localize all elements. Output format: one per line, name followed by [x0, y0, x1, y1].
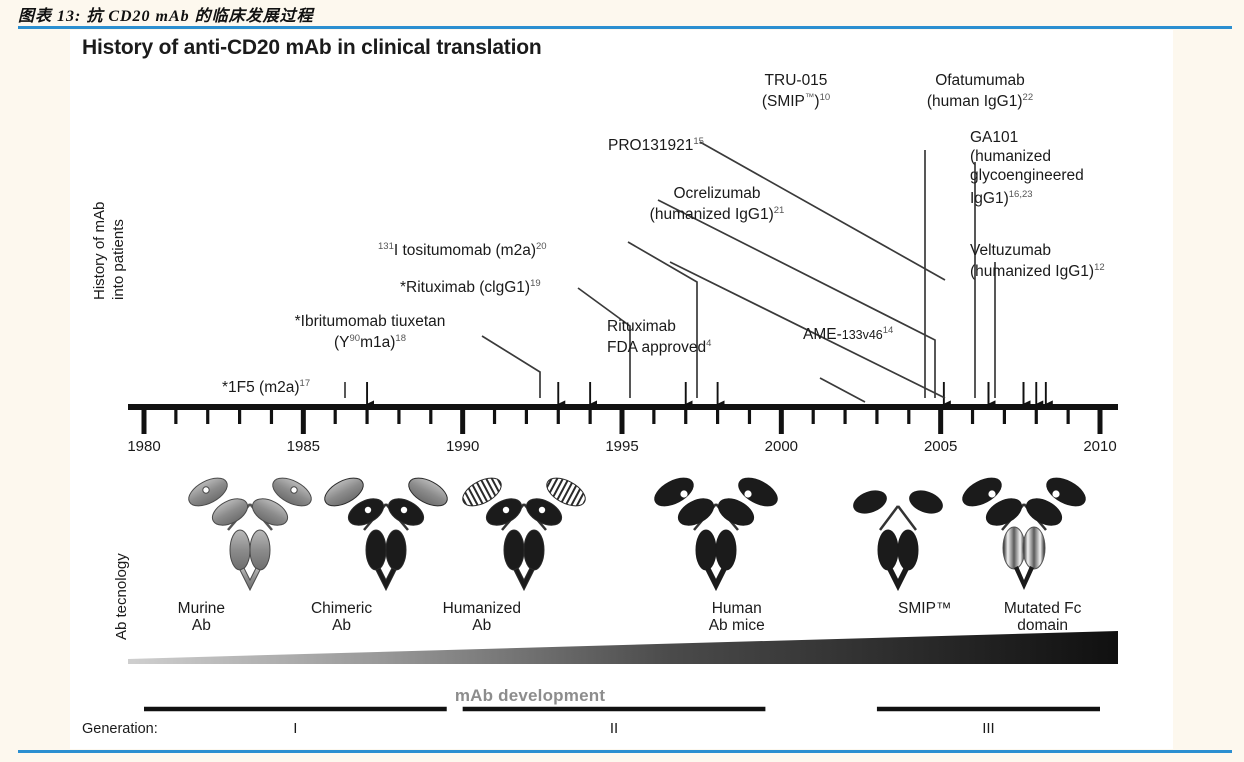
label-ibritumomab: *Ibritumomab tiuxetan (Y90m1a)18: [250, 313, 490, 351]
label-ga101-line3: glycoengineered: [970, 167, 1084, 184]
label-ga101-line1: GA101: [970, 129, 1019, 146]
label-1f5-text: *1F5 (m2a): [222, 379, 300, 397]
tech-label: Mutated Fc domain: [1003, 600, 1082, 634]
label-ga101: GA101 (humanized glycoengineered IgG1)16…: [970, 128, 1084, 208]
label-ocrelizumab: Ocrelizumab (humanized IgG1)21: [602, 185, 832, 223]
tech-label: Chimeric Ab: [310, 600, 373, 634]
label-ga101-line4: IgG1): [970, 190, 1009, 208]
label-tositumomab-text: I tositumomab (m2a): [393, 242, 536, 260]
antibody-human: [654, 477, 778, 592]
label-tru-015-line2: (SMIP: [761, 93, 805, 111]
label-ibritumomab-m1a: m1a): [360, 334, 396, 352]
label-ibritumomab-yttrium: (Y: [334, 334, 350, 352]
isotope-131: 131: [378, 241, 394, 252]
label-ame-prefix: AME-: [803, 326, 842, 344]
label-1f5: *1F5 (m2a)17: [222, 375, 310, 396]
year-tick-1980: 1980: [127, 438, 161, 455]
ref-19: 19: [530, 278, 541, 289]
tech-label: Humanized Ab: [442, 600, 521, 634]
label-rituximab-fda-line1: Rituximab: [607, 318, 676, 335]
ref-20: 20: [536, 241, 547, 252]
ref-15: 15: [693, 136, 704, 147]
isotope-90: 90: [349, 333, 361, 344]
label-rituximab-fda-line2: FDA approved: [607, 339, 707, 357]
label-veltuzumab: Veltuzumab (humanized IgG1)12: [970, 242, 1105, 280]
tech-label: Human Ab mice: [708, 600, 765, 634]
label-ofatumumab-line1: Ofatumumab: [935, 72, 1025, 89]
generation-label: Generation:: [82, 721, 158, 737]
label-tositumomab: 131I tositumomab (m2a)20: [378, 238, 547, 259]
accent-rule-bottom: [18, 750, 1232, 753]
label-tru-015: TRU-015 (SMIP™)10: [706, 72, 886, 110]
label-tru-015-line1: TRU-015: [764, 72, 828, 89]
antibody-humanized: [462, 477, 586, 592]
generation-roman-I: I: [293, 720, 298, 737]
ref-4: 4: [706, 338, 712, 349]
label-rituximab-cigg1: *Rituximab (clgG1)19: [400, 275, 541, 296]
year-tick-2005: 2005: [923, 438, 958, 455]
mab-development-wedge: [128, 631, 1118, 664]
year-tick-2010: 2010: [1083, 438, 1117, 455]
label-ga101-line2: (humanized: [970, 148, 1051, 165]
figure-panel: History of anti-CD20 mAb in clinical tra…: [70, 30, 1173, 749]
mab-development-label: mAb development: [454, 686, 606, 705]
figure-caption: 图表 13: 抗 CD20 mAb 的临床发展过程: [18, 8, 314, 25]
figure-graphics: [128, 141, 1118, 712]
ref-17: 17: [299, 378, 311, 389]
tech-label: SMIP™: [898, 600, 952, 617]
year-tick-1985: 1985: [286, 438, 321, 455]
label-ofatumumab-line2: (human IgG1): [926, 93, 1023, 111]
generation-roman-III: III: [982, 720, 995, 737]
ref-22: 22: [1022, 92, 1034, 103]
ref-16-23: 16,23: [1008, 189, 1033, 200]
year-tick-1995: 1995: [605, 438, 639, 455]
label-ibritumomab-line1: *Ibritumomab tiuxetan: [294, 313, 446, 330]
antibody-mutated-fc: [962, 477, 1086, 590]
label-veltuzumab-line2: (humanized IgG1): [970, 263, 1095, 281]
label-ame-suffix: 133v46: [841, 328, 883, 343]
year-tick-2000: 2000: [764, 438, 799, 455]
label-rituximab-cigg1-text: *Rituximab (clgG1): [400, 279, 531, 297]
antibody-smip: [853, 490, 943, 592]
label-rituximab-fda: Rituximab FDA approved4: [607, 318, 711, 356]
label-pro131921-text: PRO131921: [608, 137, 694, 155]
antibody-chimeric: [324, 477, 448, 592]
label-pro131921: PRO13192115: [608, 133, 704, 154]
year-tick-1990: 1990: [445, 438, 480, 455]
label-tru-015-paren: ): [814, 93, 820, 111]
generation-roman-II: II: [609, 720, 619, 737]
label-ocrelizumab-line2: (humanized IgG1): [649, 206, 774, 224]
label-veltuzumab-line1: Veltuzumab: [970, 242, 1051, 259]
accent-rule-top: [18, 26, 1232, 29]
ref-18: 18: [395, 333, 406, 344]
ref-10: 10: [819, 92, 831, 103]
ref-21: 21: [773, 205, 785, 216]
label-ocrelizumab-line1: Ocrelizumab: [673, 185, 761, 202]
ref-12: 12: [1094, 262, 1105, 273]
antibody-murine: [188, 477, 312, 592]
figure-title: History of anti-CD20 mAb in clinical tra…: [82, 36, 542, 59]
ref-14: 14: [882, 325, 894, 336]
label-ofatumumab: Ofatumumab (human IgG1)22: [870, 72, 1090, 110]
label-ame-133v46: AME-133v4614: [803, 322, 893, 344]
trademark-symbol: ™: [804, 92, 815, 103]
tech-label: Murine Ab: [177, 600, 226, 634]
